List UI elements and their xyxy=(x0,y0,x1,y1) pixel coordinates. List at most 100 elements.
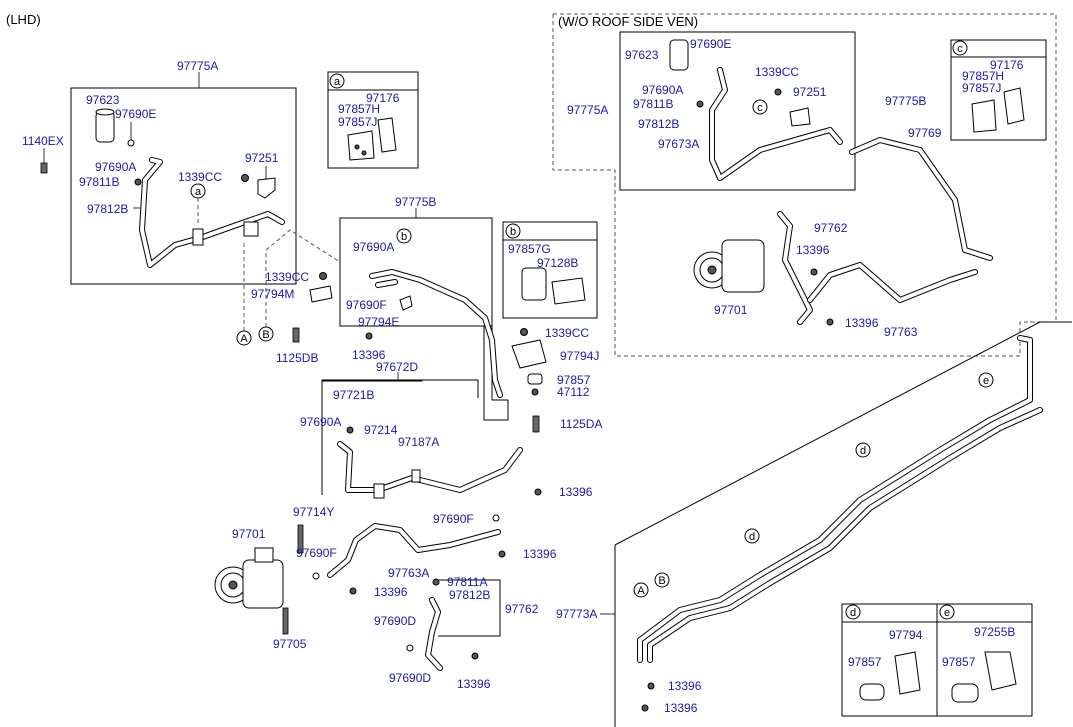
part-97714Y: 97714Y xyxy=(293,505,334,519)
pad-97176-c xyxy=(1003,87,1025,125)
part-97672D: 97672D xyxy=(376,360,418,374)
part-13396-r1: 13396 xyxy=(559,485,593,499)
pad-97176 xyxy=(377,117,397,153)
box-97775B-ext xyxy=(483,326,509,421)
part-97812B-left: 97812B xyxy=(87,202,128,216)
part-97176-a: 97176 xyxy=(366,91,400,105)
nut-1339CC-left xyxy=(319,272,327,280)
part-97769: 97769 xyxy=(908,126,942,140)
bolt-1140EX xyxy=(40,162,48,174)
box-97672D xyxy=(321,379,479,495)
part-97214: 97214 xyxy=(364,423,398,437)
pipe-clamp xyxy=(192,228,204,246)
part-1339CC-ins: 1339CC xyxy=(755,65,799,79)
part-97857G: 97857G xyxy=(508,242,551,256)
pipe-97672D-inner xyxy=(338,442,522,492)
part-97673A: 97673A xyxy=(658,137,699,151)
pad-dot xyxy=(361,150,367,156)
nut-1339CC xyxy=(241,174,249,182)
pad-97857H-c xyxy=(971,99,997,133)
inset-d-callout xyxy=(845,604,861,620)
part-1125DB: 1125DB xyxy=(276,351,318,365)
callout-d-2-letter: d xyxy=(749,531,755,543)
bolt-1125DB xyxy=(292,327,300,343)
inset-a-letter: a xyxy=(334,76,341,88)
o-ring xyxy=(127,139,135,147)
dash-leaders xyxy=(243,229,341,331)
part-13396-comp: 13396 xyxy=(374,585,408,599)
compressor-right xyxy=(693,239,765,293)
o-ring-comp xyxy=(312,572,320,580)
o-ring-97690D xyxy=(406,644,414,652)
bracket-97255B xyxy=(984,651,1017,691)
part-97690A-left: 97690A xyxy=(95,160,136,174)
part-13396-ins2: 13396 xyxy=(845,316,879,330)
clamp-97128B xyxy=(551,277,586,305)
valve-cap xyxy=(95,108,115,116)
bracket-97251 xyxy=(257,177,276,199)
callout-B-right xyxy=(654,572,670,588)
nut-13396-mid xyxy=(365,332,373,340)
callout-A-right xyxy=(633,582,649,598)
bolt-97714Y xyxy=(297,524,304,554)
bolt-97705 xyxy=(282,607,289,635)
part-97773A: 97773A xyxy=(556,607,597,621)
part-13396-r2: 13396 xyxy=(523,547,557,561)
pipe-97769-inner xyxy=(850,138,992,260)
callout-a-left: a xyxy=(195,186,202,198)
pad-97857-mid xyxy=(527,373,543,385)
wo-roof-region-border-2 xyxy=(552,14,1021,357)
part-97251-left: 97251 xyxy=(245,151,279,165)
part-97857-mid: 97857 xyxy=(557,373,591,387)
compressor-left xyxy=(214,547,284,609)
part-97811B-right: 97811B xyxy=(633,97,673,111)
callout-B-right-letter: B xyxy=(658,575,665,587)
inset-e-callout xyxy=(939,604,955,620)
pipe-97673A-inner xyxy=(710,68,842,180)
nut-47112 xyxy=(531,388,539,396)
pipe-97762-left-inner xyxy=(426,598,442,670)
part-13396-bot: 13396 xyxy=(457,677,491,691)
pipe-stub-inner xyxy=(376,280,397,287)
callout-c-right: c xyxy=(757,102,763,114)
inset-e-letter: e xyxy=(944,607,950,619)
nut-13396-br1 xyxy=(647,682,655,690)
part-97187A: 97187A xyxy=(398,435,439,449)
part-97812B-right: 97812B xyxy=(638,117,679,131)
part-97775A: 97775A xyxy=(177,59,218,73)
bracket-97794E xyxy=(399,295,413,311)
inset-b-letter: b xyxy=(510,226,516,238)
nut-13396-br2 xyxy=(641,704,649,712)
nut-13396-comp xyxy=(349,587,357,595)
callout-A-left-letter: A xyxy=(240,333,248,345)
part-97701-right: 97701 xyxy=(714,303,748,317)
part-97762-left: 97762 xyxy=(505,602,539,616)
nut-1339CC-right xyxy=(520,328,528,336)
part-97794J: 97794J xyxy=(560,349,599,363)
part-97623-right: 97623 xyxy=(625,48,659,62)
part-97811B-left: 97811B xyxy=(79,175,119,189)
part-97763: 97763 xyxy=(884,325,918,339)
box-97775A-right xyxy=(619,31,856,191)
nut-97811B-right xyxy=(696,100,704,108)
part-47112: 47112 xyxy=(557,385,590,399)
part-97763A: 97763A xyxy=(388,566,429,580)
callout-e xyxy=(978,372,994,388)
part-97857H-a: 97857H xyxy=(338,102,380,116)
pipe-97763A-inner xyxy=(328,524,500,577)
part-97690F-low: 97690F xyxy=(433,512,474,526)
part-97794M: 97794M xyxy=(251,287,294,301)
nut-97721B xyxy=(346,426,354,434)
expansion-valve-right xyxy=(669,39,689,71)
callout-c-circle xyxy=(752,99,768,115)
callout-e-letter: e xyxy=(983,375,989,387)
pipe-97773A xyxy=(637,335,1033,663)
pipe-97773A-inner xyxy=(638,336,1032,662)
part-97128B: 97128B xyxy=(537,256,578,270)
part-97857-d: 97857 xyxy=(848,655,882,669)
part-97857J-a: 97857J xyxy=(338,115,377,129)
part-97775A-right: 97775A xyxy=(567,103,608,117)
part-97794-d: 97794 xyxy=(889,628,923,642)
